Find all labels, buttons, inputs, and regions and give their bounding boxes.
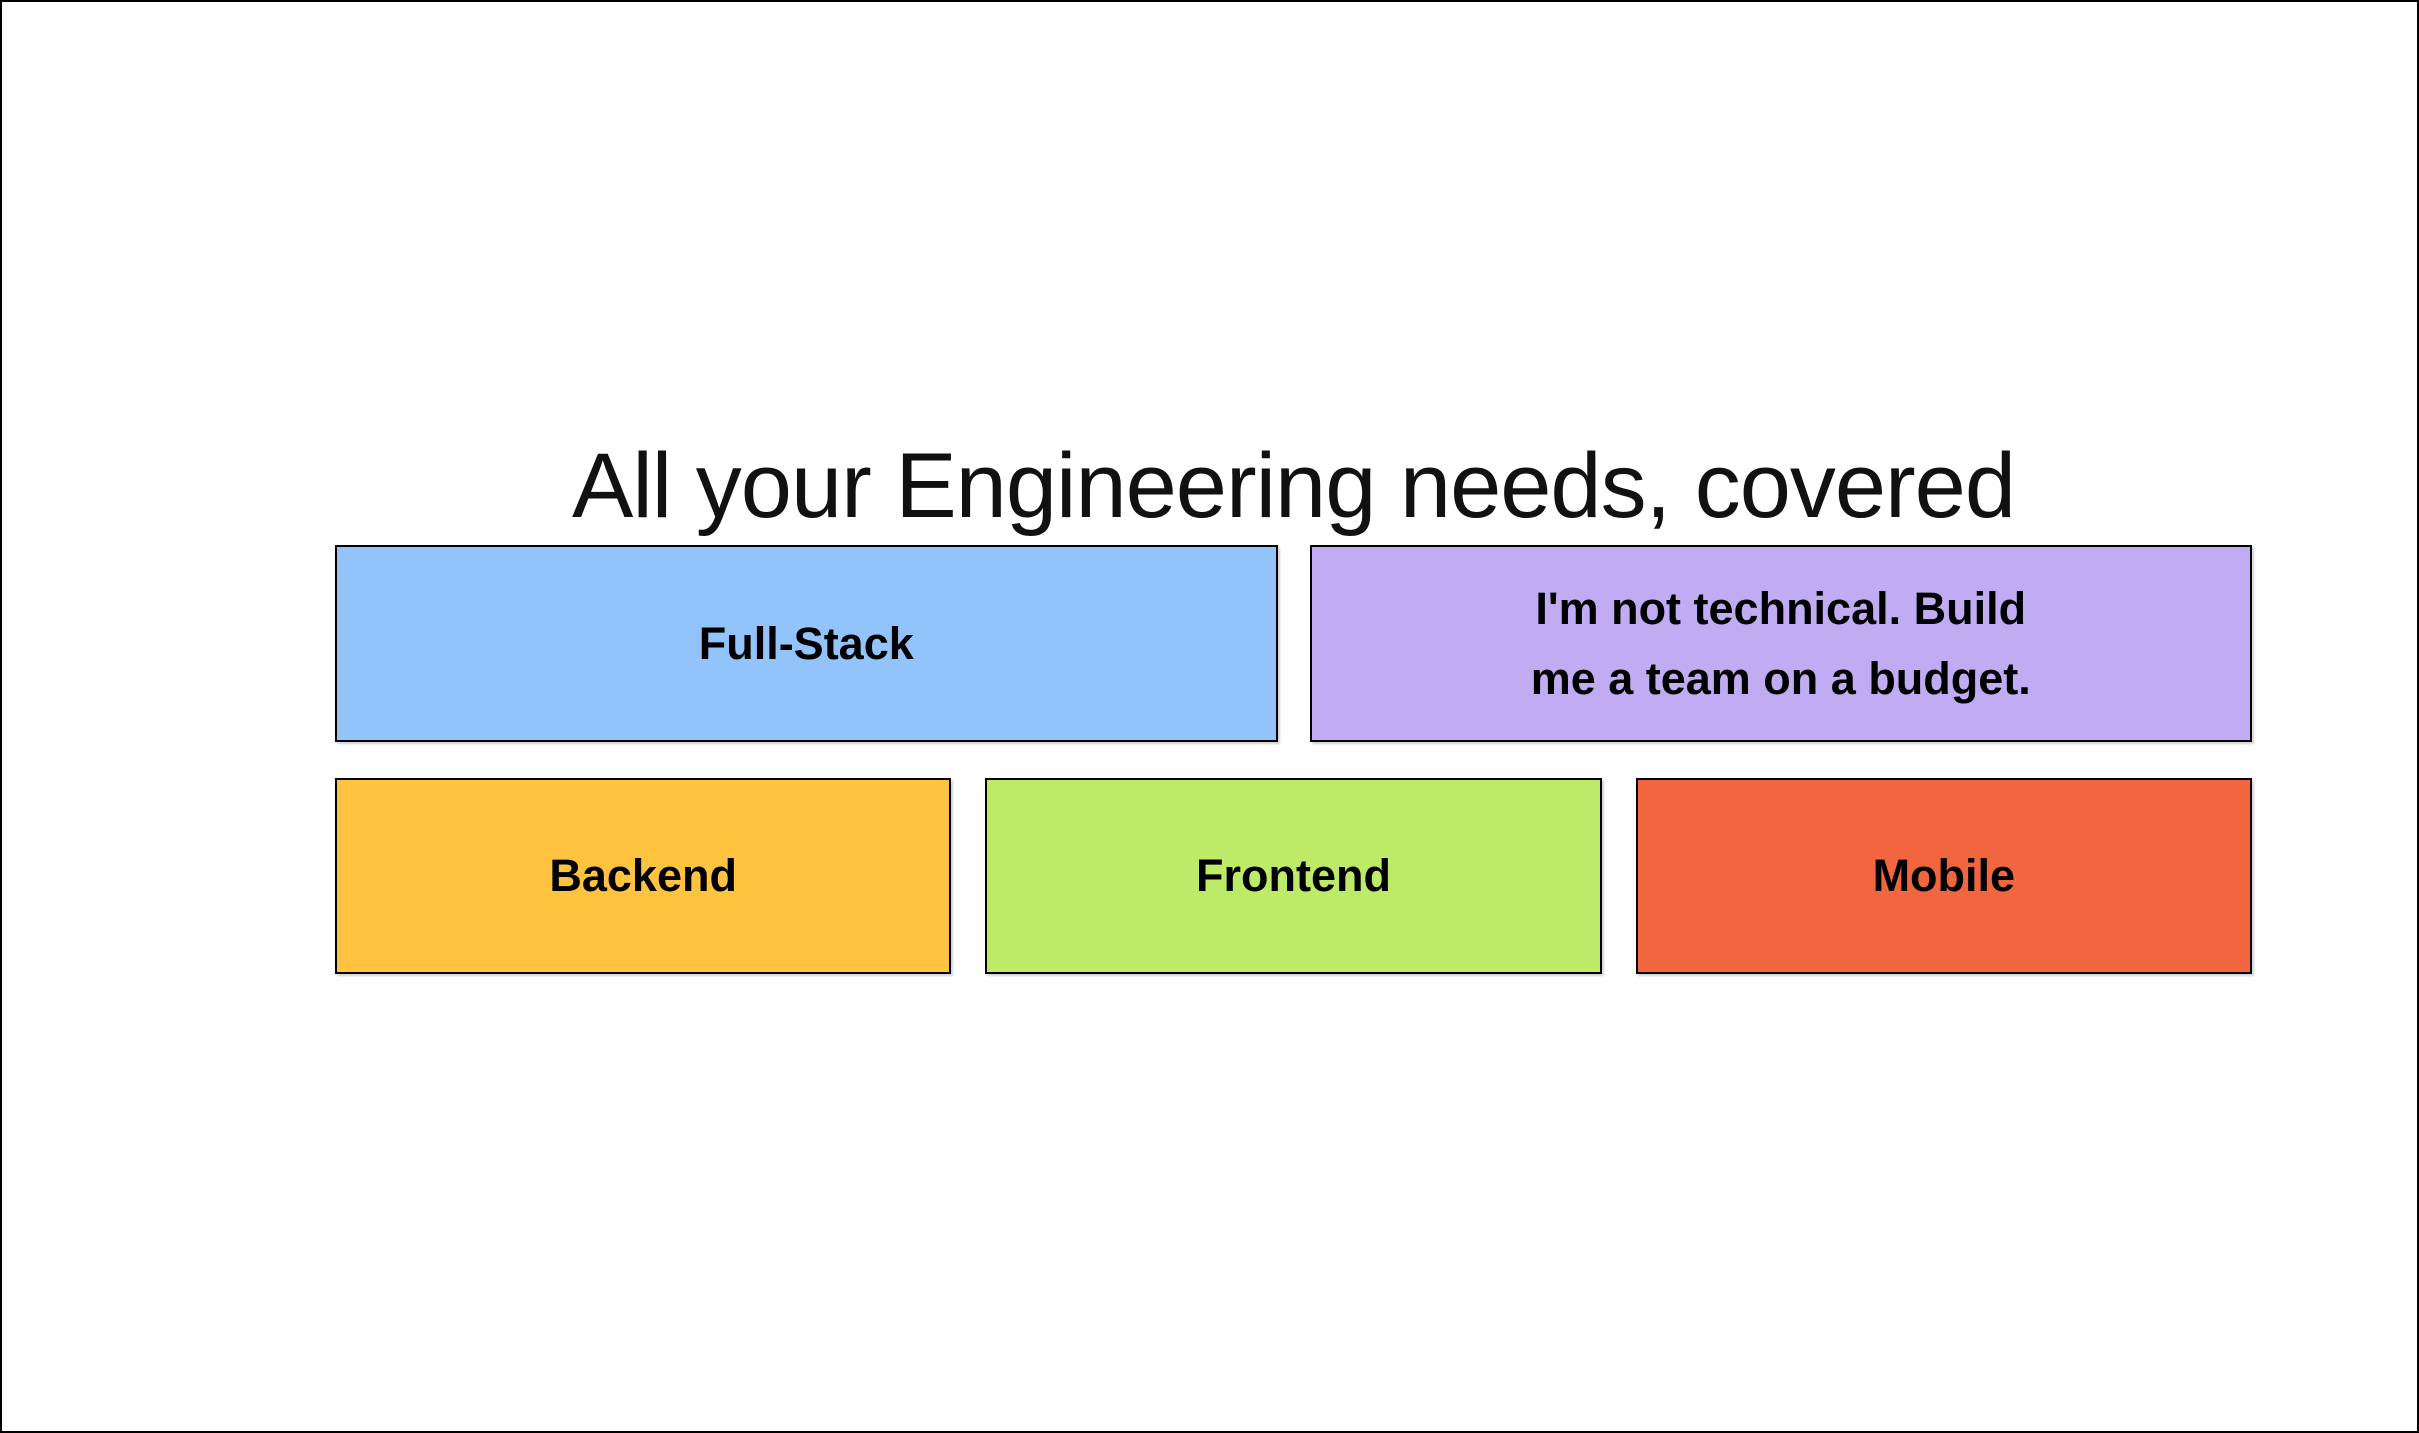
option-full-stack[interactable]: Full-Stack [335, 545, 1278, 742]
page-title: All your Engineering needs, covered [571, 434, 2016, 537]
option-mobile[interactable]: Mobile [1635, 778, 2252, 974]
options-row-bottom: Backend Frontend Mobile [335, 778, 2252, 974]
option-full-stack-label: Full-Stack [698, 617, 914, 669]
options-row-top: Full-Stack I'm not technical. Build me a… [335, 545, 2252, 742]
option-backend-label: Backend [549, 850, 737, 902]
option-mobile-label: Mobile [1872, 850, 2016, 902]
option-frontend-label: Frontend [1196, 850, 1391, 902]
option-not-technical-label: I'm not technical. Build me a team on a … [1530, 582, 2031, 704]
option-backend[interactable]: Backend [335, 778, 952, 974]
option-frontend[interactable]: Frontend [985, 778, 1602, 974]
option-not-technical[interactable]: I'm not technical. Build me a team on a … [1309, 545, 2252, 742]
